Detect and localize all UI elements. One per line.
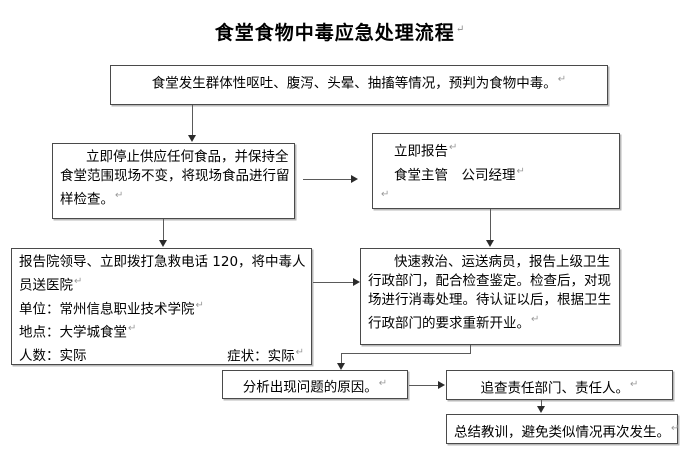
detect-box-line-1: 食堂发生群体性呕吐、腹泻、头晕、抽搐等情况，预判为食物中毒。 (151, 75, 557, 92)
arrow-down-icon (188, 135, 196, 142)
call-120-box-line-5: 人数：实际 症状：实际↵ (19, 343, 304, 367)
call-120-box-symptom-label: 症状：实际 (227, 348, 295, 364)
call-120-box-line-2: 员送医院 (19, 277, 73, 294)
connector-rescue-to-analyze-horizontal (341, 353, 471, 354)
lessons-box[interactable]: 总结教训，避免类似情况再次发生。↵ (446, 414, 680, 444)
connector-rescue-to-analyze-stub (470, 345, 471, 354)
stop-supply-box[interactable]: 立即停止供应任何食品，并保持全 食堂范围现场不变，将现场食品进行留 样检查。↵ (52, 143, 295, 219)
connector-detect-to-stop-supply (192, 105, 193, 137)
connector-call120-to-rescue (313, 282, 353, 283)
arrow-down-icon (486, 240, 494, 247)
pilcrow-mark: ↵ (295, 346, 304, 358)
pilcrow-mark: ↵ (630, 379, 639, 390)
call-120-box-count-label: 人数：实际 (19, 348, 87, 364)
pilcrow-mark: ↵ (74, 276, 83, 287)
connector-rescue-to-analyze-vertical (341, 353, 342, 364)
rescue-box-line-4: 行政部门的要求重新开业。 (368, 315, 530, 332)
arrow-down-icon (537, 406, 545, 413)
arrow-down-icon (159, 240, 167, 247)
report-now-box-line-2: 食堂主管 公司经理 (394, 167, 516, 183)
arrow-right-icon (353, 278, 360, 286)
pilcrow-mark: ↵ (455, 23, 466, 35)
rescue-box-line-1: 快速救治、运送病员，报告上级卫生 (394, 254, 610, 270)
accountability-box-line-1: 追查责任部门、责任人。 (480, 380, 630, 397)
pilcrow-mark: ↵ (516, 165, 525, 177)
analyze-cause-box[interactable]: 分析出现问题的原因。↵ (222, 370, 408, 399)
connector-stop-supply-to-report (303, 179, 351, 180)
page-title: 食堂食物中毒应急处理流程↵ (0, 18, 680, 45)
report-now-box[interactable]: 立即报告↵ 食堂主管 公司经理↵ ↵ (372, 133, 620, 209)
pilcrow-mark: ↵ (115, 190, 124, 201)
arrow-right-icon (438, 381, 445, 389)
call-120-box-line-4: 地点：大学城食堂 (19, 324, 127, 341)
detect-box[interactable]: 食堂发生群体性呕吐、腹泻、头晕、抽搐等情况，预判为食物中毒。↵ (110, 65, 608, 105)
connector-accountability-to-lessons (541, 400, 542, 407)
call-120-box-line-1: 报告院领导、立即拨打急救电话 120，将中毒人 (19, 254, 306, 270)
stop-supply-box-line-3: 样检查。 (60, 191, 114, 208)
call-120-box[interactable]: 报告院领导、立即拨打急救电话 120，将中毒人 员送医院↵ 单位：常州信息职业技… (11, 248, 312, 365)
pilcrow-mark: ↵ (671, 423, 680, 434)
pilcrow-mark: ↵ (195, 299, 204, 311)
arrow-down-icon (337, 363, 345, 370)
call-120-box-line-3: 单位：常州信息职业技术学院 (19, 301, 195, 317)
pilcrow-mark: ↵ (531, 314, 540, 325)
arrow-right-icon (351, 175, 358, 183)
stop-supply-box-line-1: 立即停止供应任何食品，并保持全 (86, 149, 289, 165)
rescue-box-line-3: 场进行消毒处理。待认证以后，根据卫生 (368, 292, 611, 308)
rescue-box[interactable]: 快速救治、运送病员，报告上级卫生 行政部门，配合检查鉴定。检查后，对现 场进行消… (360, 248, 620, 345)
lessons-box-line-1: 总结教训，避免类似情况再次发生。 (454, 424, 670, 441)
connector-analyze-to-accountability (409, 385, 438, 386)
accountability-box[interactable]: 追查责任部门、责任人。↵ (446, 370, 673, 400)
connector-report-to-rescue (490, 209, 491, 241)
pilcrow-mark: ↵ (449, 142, 458, 153)
page-title-text: 食堂食物中毒应急处理流程 (214, 22, 455, 44)
rescue-box-line-2: 行政部门，配合检查鉴定。检查后，对现 (368, 273, 611, 289)
report-now-box-line-1: 立即报告 (394, 143, 448, 160)
pilcrow-mark: ↵ (378, 378, 388, 389)
analyze-cause-box-line-1: 分析出现问题的原因。 (242, 379, 378, 396)
stop-supply-box-line-2: 食堂范围现场不变，将现场食品进行留 (60, 168, 290, 184)
pilcrow-mark: ↵ (557, 74, 567, 85)
connector-stop-supply-to-call120 (163, 219, 164, 241)
pilcrow-mark: ↵ (381, 189, 390, 200)
pilcrow-mark: ↵ (128, 323, 137, 334)
